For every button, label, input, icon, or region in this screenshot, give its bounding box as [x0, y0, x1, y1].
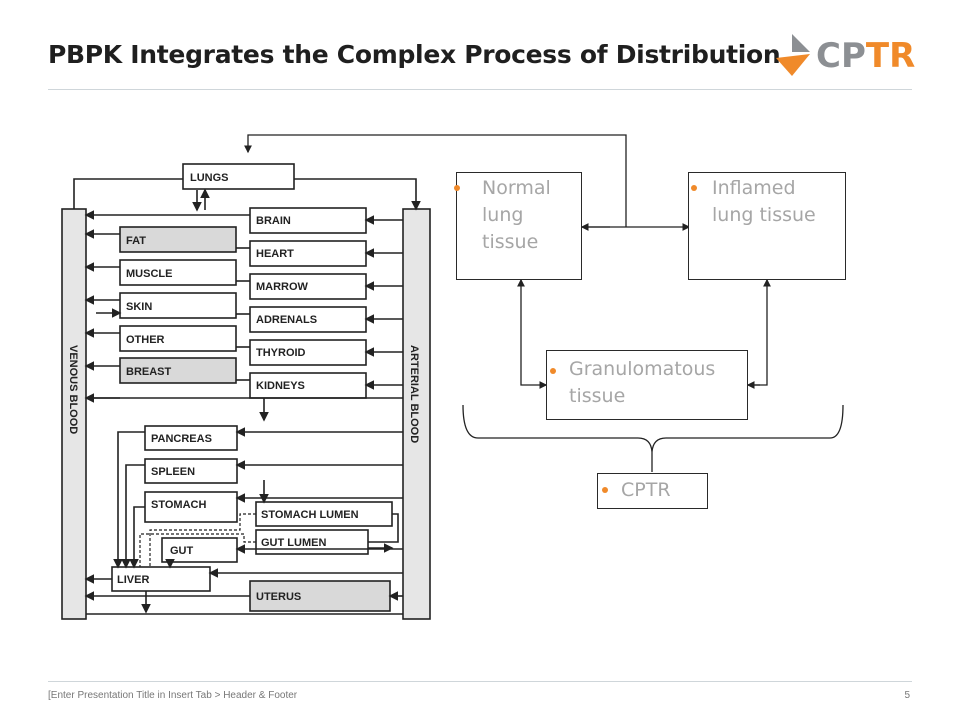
- marrow-box: [249, 273, 367, 300]
- bullet-dot: [602, 487, 608, 493]
- logo-wordmark: CPTR: [816, 36, 915, 76]
- adrenals-label: ADRENALS: [256, 314, 317, 326]
- granulomatous-text: Granulomatous tissue: [569, 356, 715, 410]
- stomach-label: STOMACH: [151, 499, 206, 511]
- muscle-box: [119, 259, 237, 286]
- venous-blood-label: VENOUS BLOOD: [67, 345, 79, 434]
- cptr-label: CPTR: [621, 479, 671, 501]
- stomach-lumen-label: STOMACH LUMEN: [261, 509, 359, 521]
- lungs-label: LUNGS: [190, 172, 229, 184]
- brace-bracket: [462, 404, 844, 472]
- uterus-box: [249, 580, 391, 612]
- inflamed-lung-tissue-box: Inflamed lung tissue: [688, 172, 846, 280]
- fat-label: FAT: [126, 235, 146, 247]
- arterial-blood-column: [402, 208, 431, 620]
- bullet-dot: [691, 185, 697, 191]
- breast-label: BREAST: [126, 366, 172, 378]
- marrow-label: MARROW: [256, 281, 309, 293]
- muscle-label: MUSCLE: [126, 268, 172, 280]
- liver-box: [111, 566, 211, 592]
- kidneys-label: KIDNEYS: [256, 380, 305, 392]
- granulomatous-tissue-box: Granulomatous tissue: [546, 350, 748, 420]
- thyroid-label: THYROID: [256, 347, 306, 359]
- other-label: OTHER: [126, 334, 165, 346]
- bullet-dot: [550, 368, 556, 374]
- pancreas-label: PANCREAS: [151, 433, 212, 445]
- liver-label: LIVER: [117, 574, 149, 586]
- feedback-to-lungs-line: [244, 134, 627, 227]
- arterial-blood-label: ARTERIAL BLOOD: [408, 345, 420, 443]
- footer-text: [Enter Presentation Title in Insert Tab …: [48, 690, 298, 701]
- pancreas-box: [144, 425, 238, 451]
- cptr-logo-mark-icon: [776, 34, 810, 76]
- heart-label: HEART: [256, 248, 294, 260]
- lungs-box: [182, 163, 295, 190]
- spleen-box: [144, 458, 238, 484]
- page-number: 5: [904, 690, 910, 701]
- normal-line-2: lung: [482, 204, 524, 226]
- brain-label: BRAIN: [256, 215, 291, 227]
- logo-text-orange: TR: [865, 36, 916, 76]
- cptr-logo: CPTR: [770, 30, 920, 80]
- inflamed-lung-text: Inflamed lung tissue: [712, 175, 816, 229]
- normal-line-3: tissue: [482, 231, 539, 253]
- normal-lung-tissue-box: Normal lung tissue: [454, 172, 582, 280]
- granulomatous-line-2: tissue: [569, 385, 626, 407]
- stomach-box: [144, 491, 238, 523]
- brain-box: [249, 207, 367, 234]
- breast-box: [119, 357, 237, 384]
- thyroid-box: [249, 339, 367, 366]
- spleen-label: SPLEEN: [151, 466, 195, 478]
- normal-line-1: Normal: [482, 177, 551, 199]
- granulomatous-inflamed-arrow: [748, 278, 771, 386]
- bullet-dot: [454, 185, 460, 191]
- footer-divider: [48, 681, 912, 682]
- granulomatous-line-1: Granulomatous: [569, 358, 716, 380]
- cptr-box: CPTR: [597, 473, 708, 509]
- skin-label: SKIN: [126, 301, 152, 313]
- slide-title: PBPK Integrates the Complex Process of D…: [48, 40, 781, 69]
- uterus-label: UTERUS: [256, 591, 301, 603]
- inflamed-line-1: Inflamed: [712, 177, 796, 199]
- inflamed-line-2: lung tissue: [712, 204, 816, 226]
- logo-text-gray: CP: [816, 36, 866, 76]
- granulomatous-normal-arrow: [517, 278, 546, 386]
- gut-label: GUT: [170, 545, 194, 557]
- header-divider: [48, 89, 912, 90]
- normal-lung-text: Normal lung tissue: [482, 175, 551, 256]
- kidneys-box: [249, 372, 367, 399]
- fat-box: [119, 226, 237, 253]
- other-box: [119, 325, 237, 352]
- gut-lumen-label: GUT LUMEN: [261, 537, 326, 549]
- skin-box: [119, 292, 237, 319]
- venous-blood-column: [61, 208, 87, 620]
